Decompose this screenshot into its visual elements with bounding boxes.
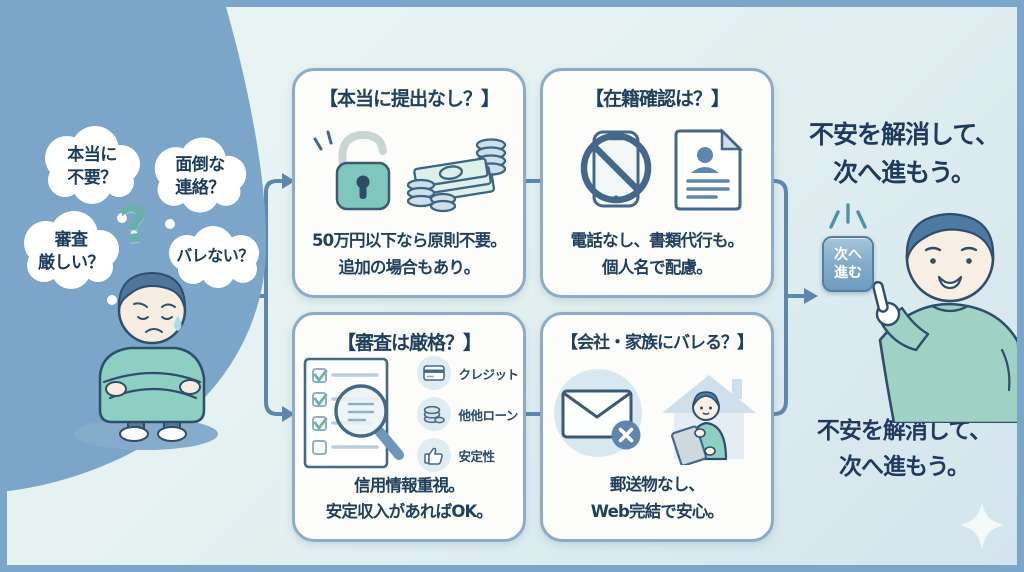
sparkle-diamond-icon [960, 502, 1004, 550]
pointing-hand [872, 280, 901, 327]
cloud-shape [24, 211, 119, 289]
thumbs-up-icon [417, 438, 452, 472]
body-sweater [98, 346, 206, 424]
footer-line: 次へ進もう。 [839, 453, 970, 480]
arrow-right-icon [282, 406, 295, 422]
unlocked-padlock-icon [313, 130, 391, 210]
card-body-text: 50万円以下なら原則不要。 追加の場合もあり。 [311, 228, 507, 281]
smile [937, 275, 963, 290]
footer-message: 不安を解消して、 次へ進もう。 [792, 414, 1016, 485]
hair [117, 271, 187, 311]
factor-label: 他他ローン [458, 407, 518, 423]
cloud-shape [154, 137, 247, 213]
card-employment-check: 【在籍確認は？】 [540, 68, 774, 298]
bubble-text: 本当に 不要？ [37, 126, 147, 208]
bubble-line: 連絡？ [175, 178, 225, 198]
card-title: 【審査は厳格？】 [336, 332, 482, 354]
card-title: 【在籍確認は？】 [584, 88, 730, 110]
tear-drop [174, 316, 182, 331]
id-document-icon [674, 127, 744, 211]
bubble-line: バレない？ [176, 246, 254, 266]
happy-person-illustration [872, 212, 1024, 423]
card-body-line: 個人名で配慮。 [602, 257, 713, 277]
factor-row: 安定性 [417, 438, 518, 472]
card-body-line: Web完結で安心。 [590, 501, 724, 521]
factor-label: クレジット [458, 366, 519, 382]
cloud-shape [169, 226, 259, 288]
card-icons [543, 111, 771, 228]
checklist-magnifier-icon [304, 357, 405, 469]
headline-line: 次へ進もう。 [833, 157, 976, 187]
credit-card-icon [417, 356, 452, 390]
card-body-line: 電話なし、書類代行も。 [570, 231, 745, 251]
cloud-shape [45, 126, 140, 204]
card-body-line: 郵送物なし、 [609, 475, 705, 495]
factor-row: クレジット [417, 356, 519, 390]
card-body-line: 追加の場合もあり。 [338, 257, 481, 277]
card-icons [295, 111, 523, 228]
card-body-text: 郵送物なし、 Web完結で安心。 [590, 472, 724, 525]
bubble-line: 面倒な [175, 155, 225, 176]
bubble-line: 本当に [67, 145, 117, 166]
thought-bubble-2: 面倒な 連絡？ [147, 136, 253, 218]
card-title: 【会社・家族にバレる？】 [561, 333, 754, 353]
thought-bubble-3: 審査 厳しい？ [16, 210, 126, 294]
bubble-line: 審査 [54, 230, 89, 251]
card-icons [543, 353, 771, 472]
card-no-documents: 【本当に提出なし？】 [292, 68, 526, 298]
headline-line: 不安を解消して、 [808, 120, 1000, 149]
bubble-line: 不要？ [67, 168, 117, 188]
no-phone-call-icon [580, 130, 652, 208]
bubble-text: バレない？ [163, 222, 267, 290]
sparkle-rays-icon [829, 203, 867, 229]
screening-factors: クレジット 他他ローン 安定性 [417, 356, 519, 472]
next-button-line: 進む [834, 265, 862, 281]
hair [905, 212, 995, 262]
bubble-line: 厳しい？ [38, 253, 105, 273]
bubble-text: 審査 厳しい？ [16, 210, 126, 294]
coins-icon [417, 397, 452, 431]
card-privacy: 【会社・家族にバレる？】 [540, 312, 774, 542]
card-body-line: 安定収入があればOK。 [325, 502, 493, 522]
worried-person-illustration [98, 271, 206, 442]
card-body-text: 電話なし、書類代行も。 個人名で配慮。 [570, 228, 745, 281]
bubble-text: 面倒な 連絡？ [147, 136, 253, 218]
coin-stack-front [406, 178, 457, 212]
card-strict-screening: 【審査は厳格？】 [292, 312, 526, 542]
thought-bubble-4: バレない？ [163, 222, 267, 290]
card-body-line: 50万円以下なら原則不要。 [311, 231, 507, 251]
next-step-button[interactable]: 次へ 進む [822, 236, 874, 292]
card-body-line: 信用情報重視。 [354, 476, 465, 495]
factor-row: 他他ローン [417, 397, 518, 431]
factor-label: 安定性 [458, 448, 495, 464]
card-body-text: 信用情報重視。 安定収入があればOK。 [326, 473, 493, 526]
money-bills-coins-icon [406, 137, 507, 212]
card-title: 【本当に提出なし？】 [318, 88, 500, 110]
arrow-right-icon [804, 288, 818, 304]
thought-bubble-1: 本当に 不要？ [37, 126, 147, 208]
home-web-person-icon [662, 374, 756, 465]
card-icons: クレジット 他他ローン 安定性 [295, 355, 523, 473]
headline: 不安を解消して、 次へ進もう。 [792, 116, 1016, 191]
arrow-right-icon [282, 173, 295, 189]
person-with-tablet [671, 390, 728, 465]
no-mail-icon [554, 368, 642, 457]
next-button-line: 次へ [834, 246, 862, 263]
